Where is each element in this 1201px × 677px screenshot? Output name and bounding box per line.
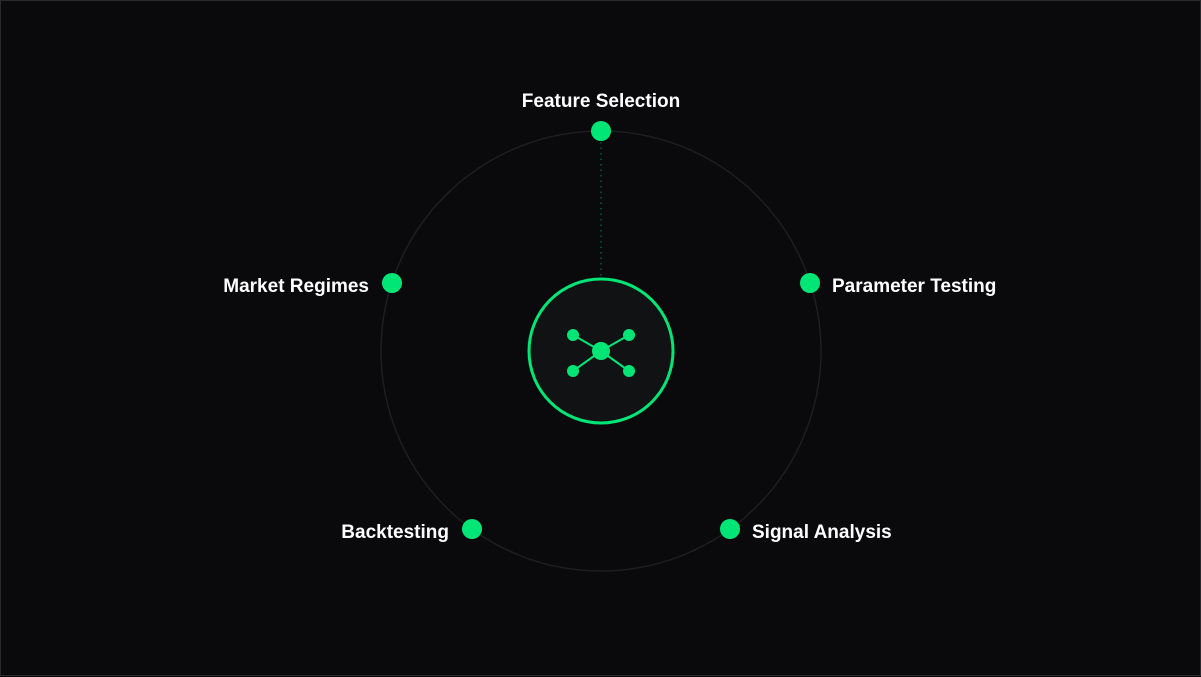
node-label: Backtesting bbox=[341, 522, 449, 543]
node-label: Signal Analysis bbox=[752, 522, 892, 543]
node-label: Market Regimes bbox=[223, 276, 369, 297]
node-label: Feature Selection bbox=[522, 91, 680, 112]
node-feature-selection[interactable]: Feature Selection bbox=[522, 91, 680, 141]
node-dot[interactable] bbox=[800, 273, 820, 293]
node-dot[interactable] bbox=[462, 519, 482, 539]
central-hub bbox=[527, 277, 675, 425]
node-dot[interactable] bbox=[382, 273, 402, 293]
network-hub-icon bbox=[567, 329, 635, 377]
node-label: Parameter Testing bbox=[832, 276, 996, 297]
node-dot[interactable] bbox=[591, 121, 611, 141]
node-parameter-testing[interactable]: Parameter Testing bbox=[800, 273, 996, 297]
node-dot[interactable] bbox=[720, 519, 740, 539]
node-market-regimes[interactable]: Market Regimes bbox=[223, 273, 402, 297]
node-signal-analysis[interactable]: Signal Analysis bbox=[720, 519, 892, 543]
node-backtesting[interactable]: Backtesting bbox=[341, 519, 482, 543]
